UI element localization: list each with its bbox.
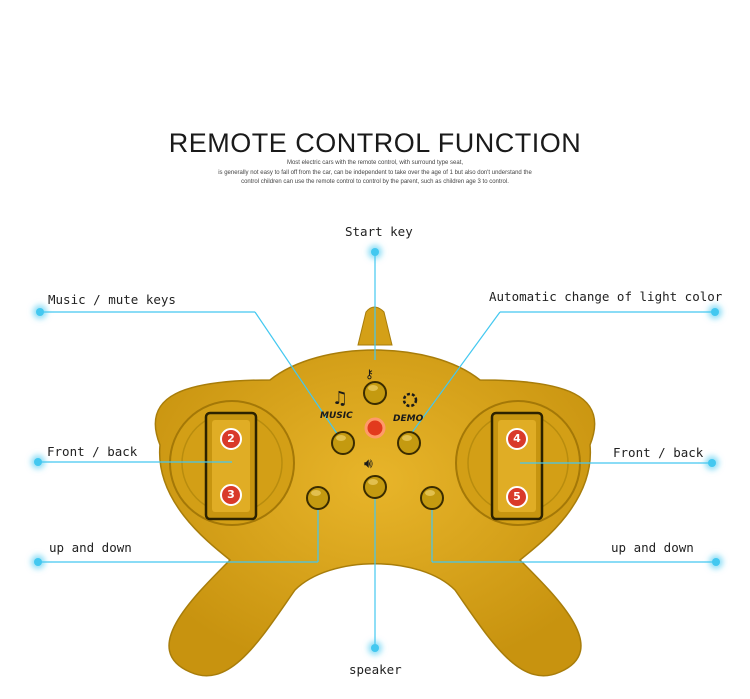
start-key-label: Start key xyxy=(345,224,413,239)
music-mute-dot xyxy=(36,308,44,316)
demo-label: DEMO xyxy=(393,414,424,424)
svg-text:🔊︎: 🔊︎ xyxy=(364,456,373,472)
paddle-number-2: 2 xyxy=(220,428,242,450)
auto-light-dot xyxy=(711,308,719,316)
speaker-label: speaker xyxy=(349,662,402,677)
speaker-dot xyxy=(371,644,379,652)
music-mute-button[interactable] xyxy=(331,431,355,455)
speaker-button[interactable] xyxy=(363,475,387,499)
up-down-right-label: up and down xyxy=(611,540,694,555)
paddle-number-5: 5 xyxy=(506,486,528,508)
front-back-right-dot xyxy=(708,459,716,467)
light-color-button[interactable] xyxy=(397,431,421,455)
light-led xyxy=(364,417,386,439)
start-key-dot xyxy=(371,248,379,256)
svg-text:♫: ♫ xyxy=(332,388,348,409)
music-label: MUSIC xyxy=(320,411,353,421)
front-back-left-label: Front / back xyxy=(47,444,138,459)
paddle-number-3: 3 xyxy=(220,484,242,506)
left-up-down-button[interactable] xyxy=(306,486,330,510)
start-key-button[interactable] xyxy=(363,381,387,405)
description-line-1: Most electric cars with the remote contr… xyxy=(286,160,464,166)
page-title: REMOTE CONTROL FUNCTION xyxy=(168,128,582,158)
up-down-left-dot xyxy=(34,558,42,566)
up-down-right-dot xyxy=(712,558,720,566)
front-back-left-dot xyxy=(34,458,42,466)
description-line-3: control children can use the remote cont… xyxy=(241,179,509,185)
paddle-number-4: 4 xyxy=(506,428,528,450)
right-up-down-button[interactable] xyxy=(420,486,444,510)
front-back-right-label: Front / back xyxy=(613,445,704,460)
svg-text:⚷: ⚷ xyxy=(365,367,374,381)
music-mute-label: Music / mute keys xyxy=(48,292,176,307)
up-down-left-label: up and down xyxy=(49,540,132,555)
description-line-2: is generally not easy to fall off from t… xyxy=(218,170,532,176)
auto-light-label: Automatic change of light color xyxy=(489,289,723,304)
